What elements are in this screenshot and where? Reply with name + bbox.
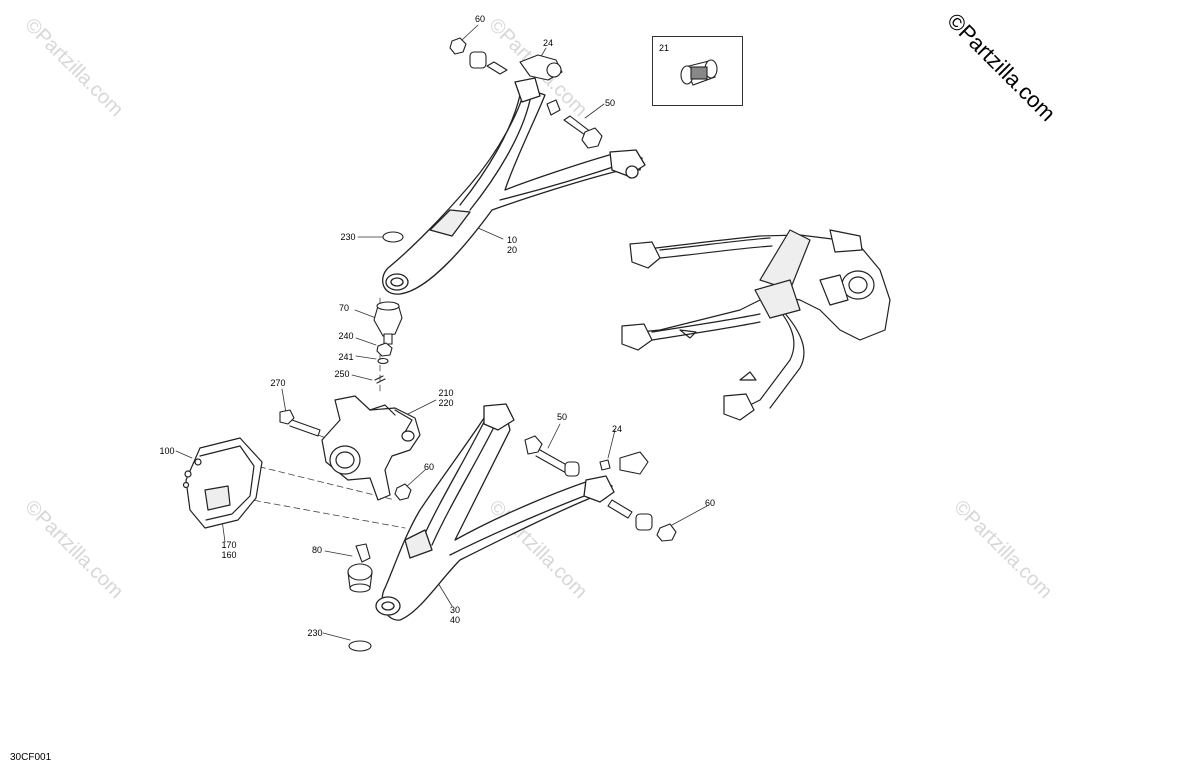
callout-250: 250 — [334, 369, 350, 379]
callout-10-20: 10 20 — [506, 235, 518, 255]
upper-a-arm — [382, 77, 646, 295]
callout-210-220: 210 220 — [438, 388, 454, 408]
callout-50-low: 50 — [556, 412, 568, 422]
callout-230-low: 230 — [307, 628, 323, 638]
inset-box-bushing: 21 — [652, 36, 743, 106]
skid-guard — [182, 437, 263, 529]
callout-100: 100 — [159, 446, 175, 456]
callout-24-top: 24 — [542, 38, 554, 48]
callout-60-mid: 60 — [423, 462, 435, 472]
callout-240: 240 — [338, 331, 354, 341]
snap-ring-lower — [348, 640, 372, 652]
snap-ring-upper — [382, 231, 404, 243]
lower-arm-hardware — [524, 435, 677, 542]
assembled-suspension-view — [621, 229, 891, 421]
callout-50-top: 50 — [604, 98, 616, 108]
bushing-icon — [680, 59, 718, 86]
diagram-code: 30CF001 — [10, 752, 52, 763]
callout-24-low: 24 — [611, 424, 623, 434]
callout-241: 241 — [338, 352, 354, 362]
lower-a-arm — [375, 403, 615, 621]
upper-ball-joint — [373, 301, 403, 384]
callout-270: 270 — [270, 378, 286, 388]
callout-230-top: 230 — [340, 232, 356, 242]
knuckle-bolt — [279, 409, 321, 437]
callout-70: 70 — [338, 303, 350, 313]
steering-knuckle — [321, 395, 421, 501]
nut-mid — [394, 483, 412, 501]
inset-callout-label: 21 — [659, 43, 670, 53]
upper-arm-hardware — [449, 37, 603, 149]
callout-60-top: 60 — [474, 14, 486, 24]
callout-30-40: 30 40 — [449, 605, 461, 625]
lower-ball-joint — [347, 543, 373, 593]
callout-170-160: 170 160 — [221, 540, 237, 560]
callout-80: 80 — [311, 545, 323, 555]
leader-lines — [175, 24, 708, 641]
callout-60-low: 60 — [704, 498, 716, 508]
